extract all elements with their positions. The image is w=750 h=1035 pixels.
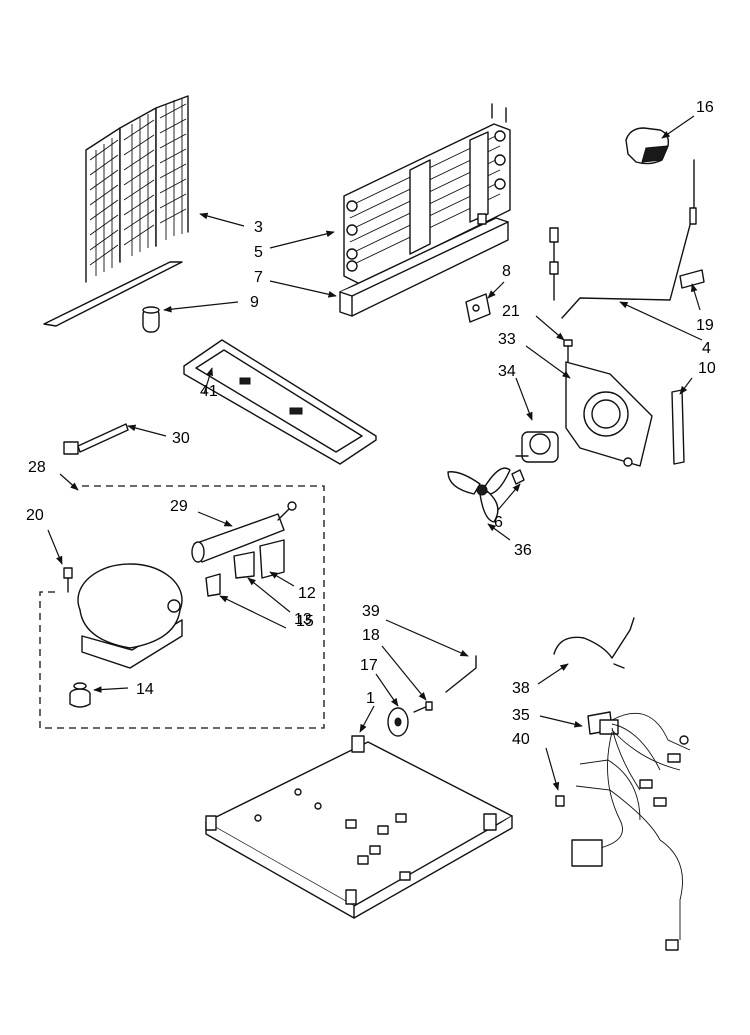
start-relay bbox=[233, 551, 255, 579]
run-capacitor bbox=[205, 573, 221, 597]
callout-6: 6 bbox=[494, 514, 503, 531]
callout-40: 40 bbox=[512, 731, 530, 748]
overload-protector bbox=[191, 501, 297, 563]
callout-36: 36 bbox=[514, 542, 532, 559]
callout-34: 34 bbox=[498, 363, 516, 380]
retainer-clip bbox=[465, 293, 491, 323]
callout-14: 14 bbox=[136, 681, 154, 698]
fan-blade bbox=[447, 467, 511, 523]
grommet-bolt bbox=[63, 567, 73, 593]
fan-nut bbox=[511, 469, 525, 485]
callout-4: 4 bbox=[702, 340, 711, 357]
fan-shroud bbox=[565, 361, 653, 467]
thermistor-wire bbox=[549, 159, 697, 319]
condenser-coil bbox=[43, 95, 189, 327]
relay-cover bbox=[259, 539, 285, 579]
callout-19: 19 bbox=[696, 317, 714, 334]
condensate-tray bbox=[183, 339, 377, 465]
roller-wheel bbox=[387, 707, 409, 737]
callout-3: 3 bbox=[254, 219, 263, 236]
callout-1: 1 bbox=[366, 690, 375, 707]
compressor-grommet bbox=[69, 682, 91, 708]
callout-labels: 1 3 4 5 6 7 8 9 10 12 13 14 15 16 17 18 … bbox=[26, 99, 716, 748]
callout-15: 15 bbox=[296, 613, 314, 630]
callout-29: 29 bbox=[170, 498, 188, 515]
foil-tape bbox=[671, 389, 685, 465]
callout-33: 33 bbox=[498, 331, 516, 348]
compressor bbox=[77, 563, 183, 669]
mounting-screw bbox=[563, 339, 573, 363]
compressor-kit-outline bbox=[39, 485, 325, 729]
sensor-cover bbox=[625, 127, 670, 165]
fan-motor bbox=[515, 431, 559, 463]
callout-10: 10 bbox=[698, 360, 716, 377]
callout-28: 28 bbox=[28, 459, 46, 476]
wire-harness bbox=[555, 711, 691, 951]
callout-20: 20 bbox=[26, 507, 44, 524]
callout-13: 13 bbox=[294, 611, 312, 628]
callout-35: 35 bbox=[512, 707, 530, 724]
callout-9: 9 bbox=[250, 294, 259, 311]
callout-7: 7 bbox=[254, 269, 263, 286]
base-pan bbox=[205, 735, 513, 919]
callout-8: 8 bbox=[502, 263, 511, 280]
callout-38: 38 bbox=[512, 680, 530, 697]
callout-12: 12 bbox=[298, 585, 316, 602]
callout-30: 30 bbox=[172, 430, 190, 447]
callout-21: 21 bbox=[502, 303, 520, 320]
wheel-axle bbox=[413, 701, 433, 713]
water-tube bbox=[445, 655, 477, 693]
filter-drier bbox=[142, 306, 160, 333]
wire-clip bbox=[679, 269, 705, 289]
callout-5: 5 bbox=[254, 244, 263, 261]
evaporator-coil bbox=[343, 103, 511, 285]
callout-17: 17 bbox=[360, 657, 378, 674]
cable-tie bbox=[63, 423, 129, 455]
callout-39: 39 bbox=[362, 603, 380, 620]
drain-tray bbox=[339, 213, 509, 317]
drain-hose bbox=[553, 617, 635, 669]
leader-lines bbox=[47, 115, 703, 791]
callout-41: 41 bbox=[200, 383, 218, 400]
callout-18: 18 bbox=[362, 627, 380, 644]
callout-16: 16 bbox=[696, 99, 714, 116]
